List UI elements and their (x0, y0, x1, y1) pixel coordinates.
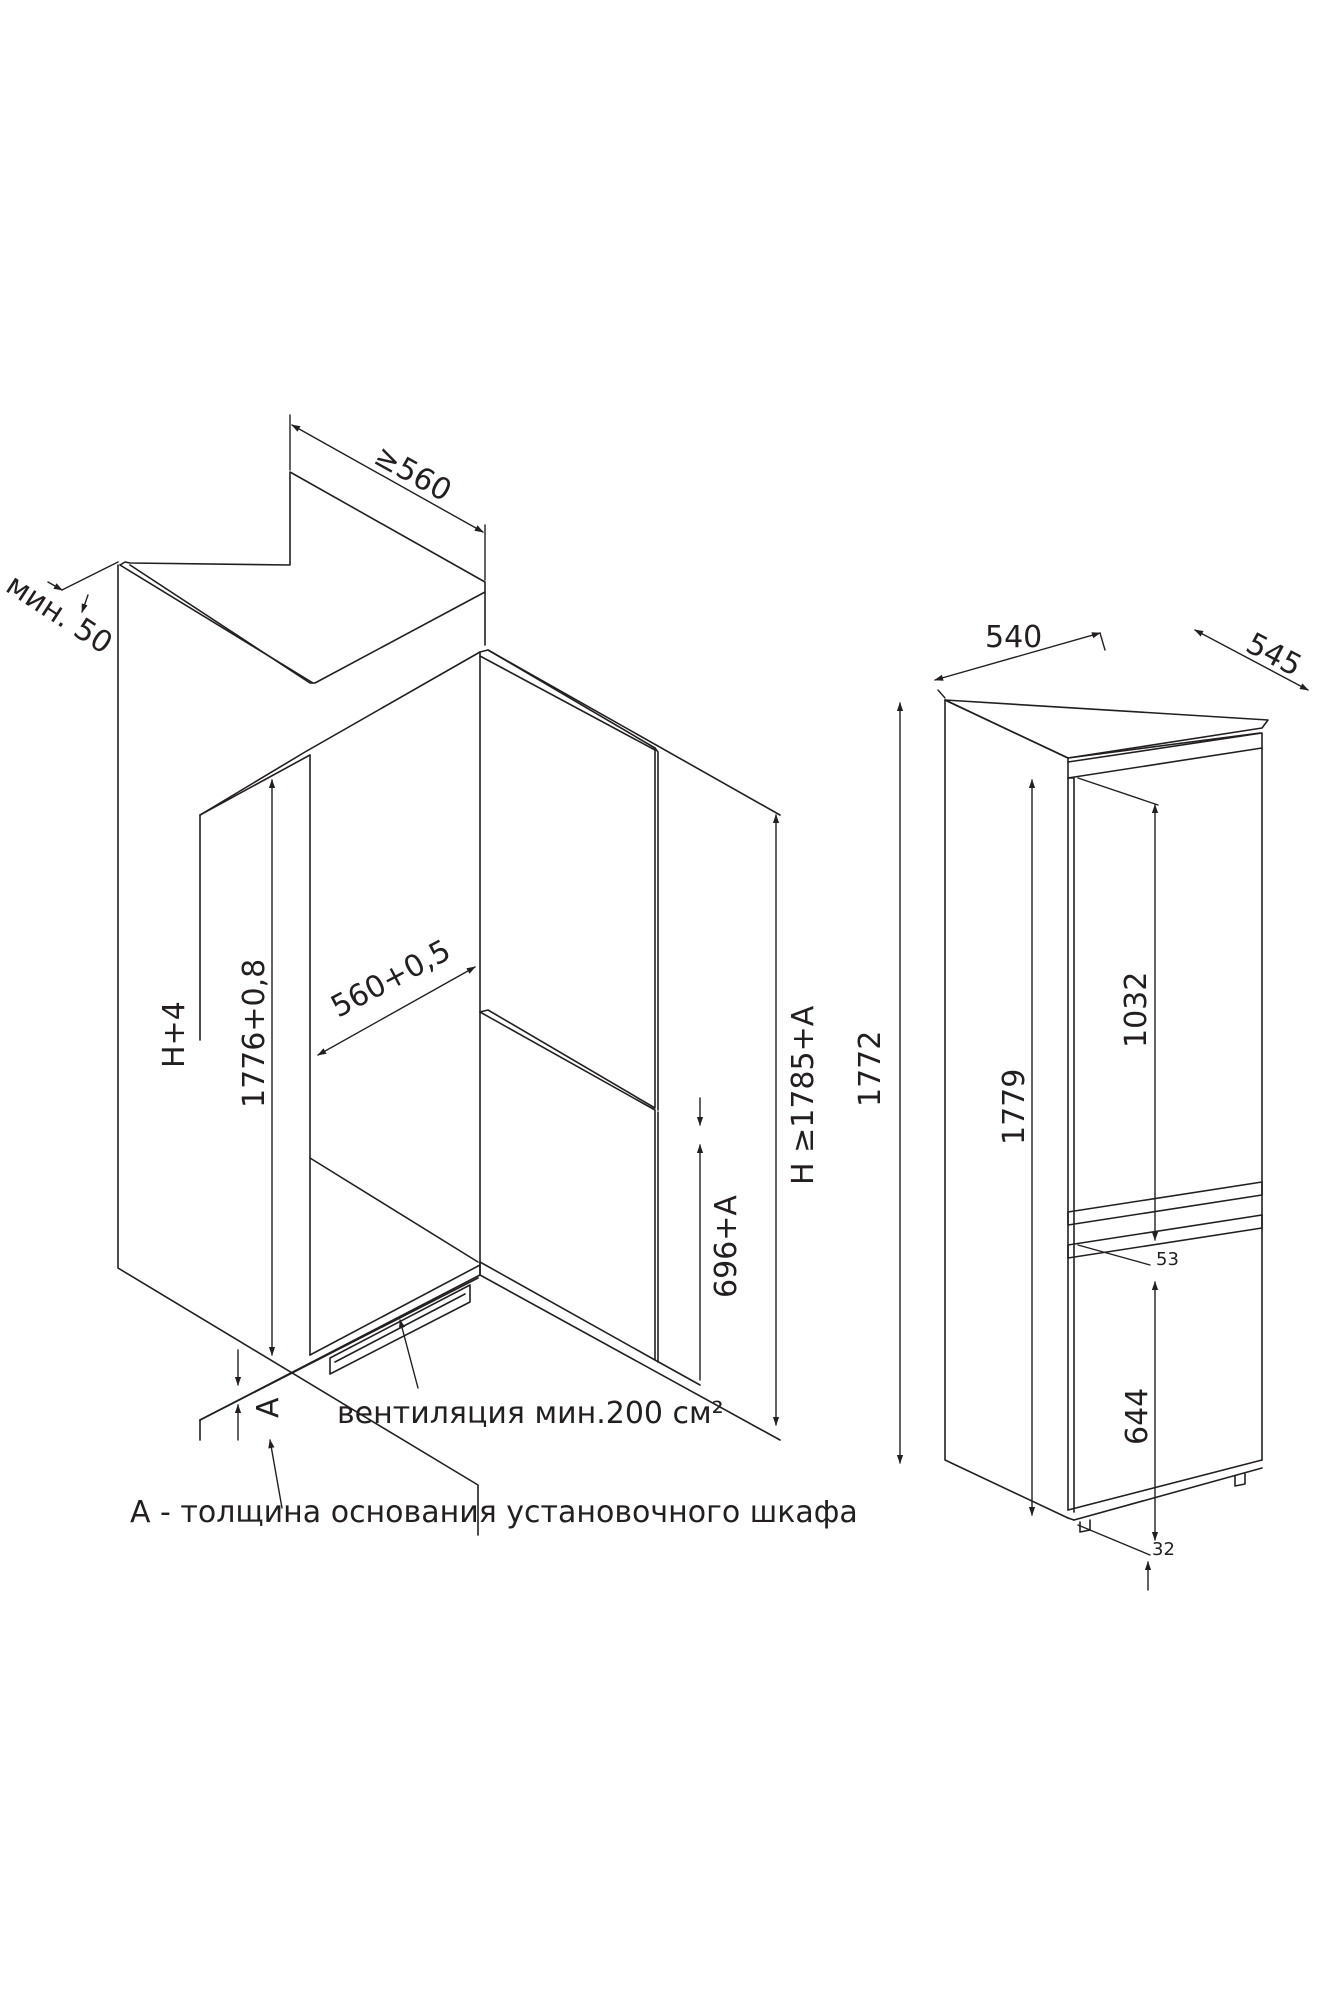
appliance-top (944, 699, 1269, 759)
dim-base-thickness: A (251, 1397, 286, 1418)
dim-side-height: 1772 (853, 1031, 888, 1107)
niche-side-panel (117, 564, 479, 1536)
dim-niche-width: ≥560 (368, 438, 457, 509)
dim-appliance-depth: 545 (1240, 626, 1307, 684)
ventilation-label: вентиляция мин.200 см² (337, 1396, 724, 1431)
appliance-divider (1067, 1181, 1263, 1226)
cabinet-top (119, 471, 486, 684)
niche-cabinet-drawing: ≥560 мин. 50 H+4 1776+0,8 560+0,5 H ≥178… (0, 414, 858, 1536)
appliance-side (944, 699, 1069, 1519)
niche-opening (199, 651, 481, 1421)
dim-lower-door: 696+A (709, 1195, 744, 1298)
dim-bottom: 32 (1152, 1539, 1175, 1560)
dim-upper-door: 1032 (1119, 972, 1154, 1048)
dim-opening-width: 560+0,5 (325, 933, 456, 1025)
dim-niche-height: H+4 (157, 1001, 192, 1068)
dim-front-height: 1779 (997, 1069, 1032, 1145)
legend-text: А - толщина основания установочного шкаф… (130, 1495, 858, 1530)
appliance-drawing: 540 545 1772 1779 1032 53 644 32 (853, 620, 1309, 1591)
dim-total-height: H ≥1785+A (786, 1005, 821, 1185)
lower-door (479, 1011, 656, 1361)
dim-min-gap: мин. 50 (0, 567, 119, 661)
dim-gap: 53 (1156, 1249, 1179, 1270)
ventilation-slot (329, 1284, 471, 1375)
dim-appliance-width: 540 (985, 620, 1042, 655)
dim-lower-door-height: 644 (1120, 1388, 1155, 1445)
dim-opening-height: 1776+0,8 (237, 959, 272, 1108)
upper-door (479, 649, 656, 1109)
